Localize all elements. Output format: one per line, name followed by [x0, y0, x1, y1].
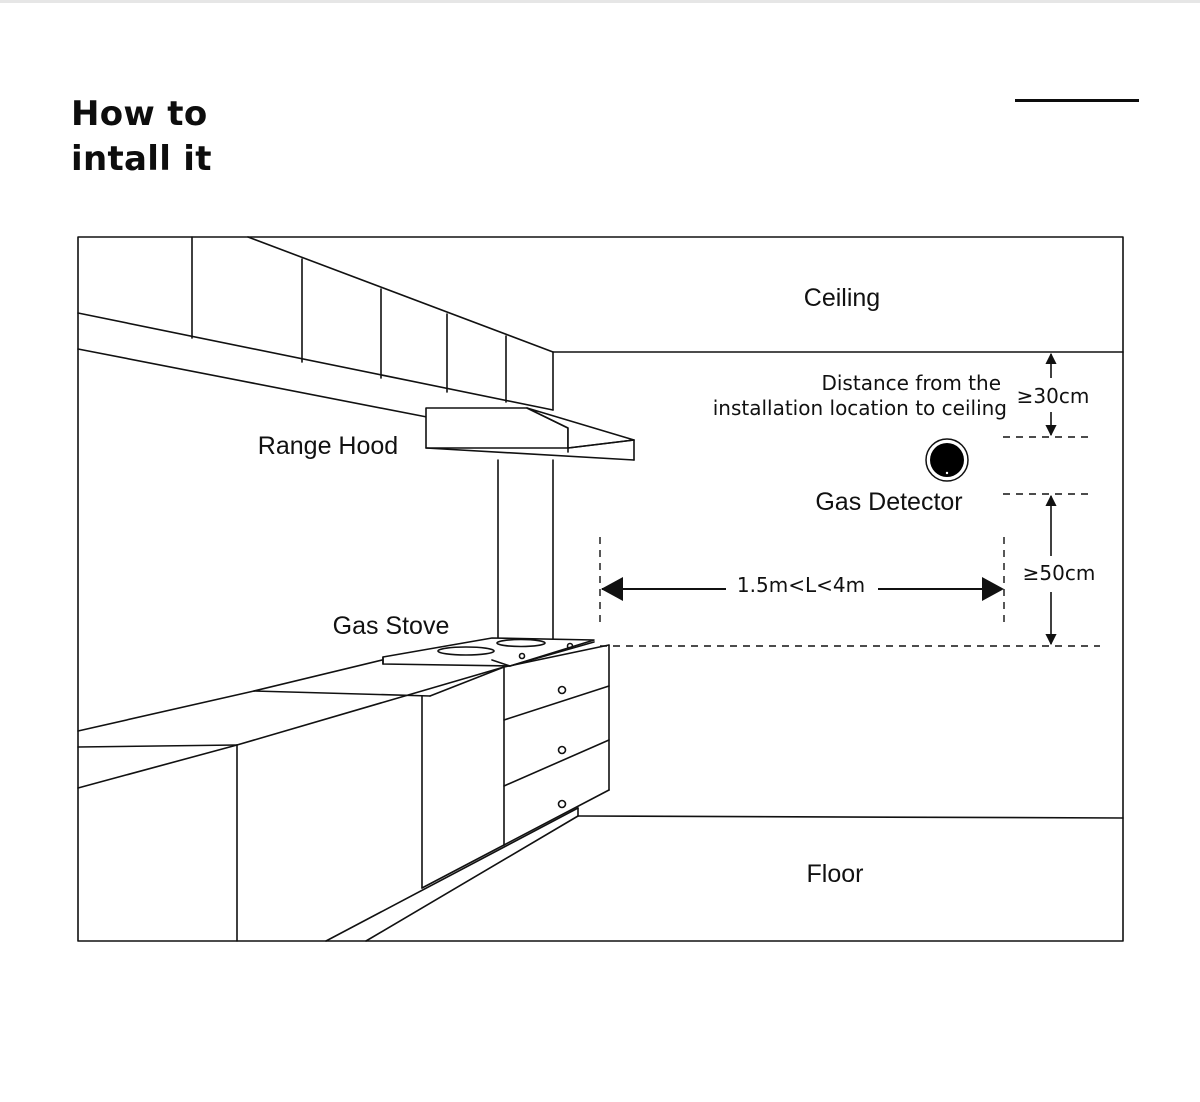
accent-line — [1015, 99, 1139, 102]
countertop — [77, 644, 610, 789]
floor-line — [577, 815, 1124, 819]
diagram-frame — [77, 236, 1124, 942]
distance-note-line-1: Distance from the — [821, 371, 1001, 395]
gas-stove — [382, 637, 595, 667]
gas-detector-icon — [925, 438, 969, 482]
stove-height-label: ≥50cm — [1023, 561, 1096, 585]
ceiling-label: Ceiling — [804, 284, 880, 312]
gas-stove-label: Gas Stove — [333, 612, 450, 640]
title-line-1: How to — [71, 94, 208, 134]
ceiling-distance-label: ≥30cm — [1017, 384, 1090, 408]
distance-note-line-2: installation location to ceiling — [713, 396, 1007, 420]
floor-label: Floor — [807, 860, 864, 888]
arrow-left-icon — [601, 577, 623, 601]
gas-detector-label: Gas Detector — [815, 488, 962, 516]
upper-cabinets — [77, 236, 554, 419]
title-line-2: intall it — [71, 139, 212, 179]
arrow-right-icon — [982, 577, 1004, 601]
dimension-guides — [599, 436, 1100, 647]
range-hood-label: Range Hood — [258, 432, 398, 460]
page-title: How to intall it — [71, 92, 212, 182]
horizontal-distance-label: 1.5m<L<4m — [737, 573, 865, 597]
range-hood — [425, 407, 635, 641]
lower-cabinets — [236, 644, 610, 942]
top-rule — [0, 0, 1200, 3]
